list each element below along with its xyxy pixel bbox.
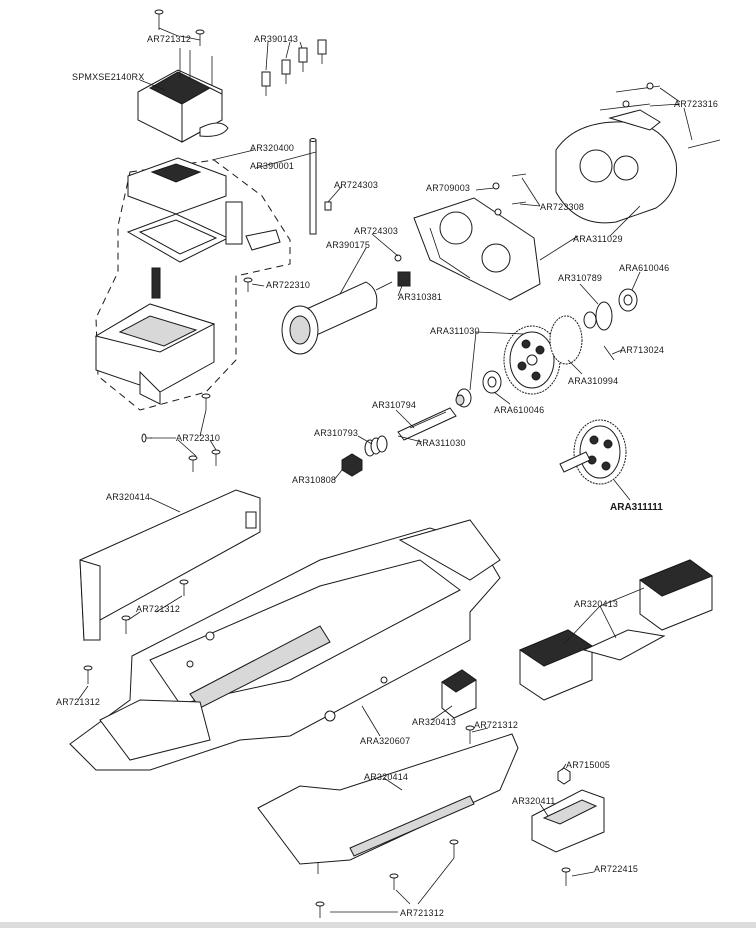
screws-chassis xyxy=(83,579,475,744)
label-ar320413-a: AR320413 xyxy=(574,599,618,609)
receiver-box-outline xyxy=(95,159,291,411)
leader-lines xyxy=(77,27,693,913)
spur-gear xyxy=(503,325,561,395)
label-ar320414-a: AR320414 xyxy=(106,492,150,502)
pinion-gear xyxy=(394,254,411,287)
label-ar310789: AR310789 xyxy=(558,273,602,283)
label-ar320413-b: AR320413 xyxy=(412,717,456,727)
battery-pad xyxy=(582,629,666,661)
small-cap xyxy=(324,201,332,211)
servo-plugs xyxy=(261,39,327,96)
label-ar310808: AR310808 xyxy=(292,475,336,485)
label-ar721312-b: AR721312 xyxy=(56,697,100,707)
receiver-box-lid xyxy=(127,157,227,215)
box-clips xyxy=(225,201,281,251)
footer-bar xyxy=(0,922,756,928)
label-ara310994: ARA310994 xyxy=(568,376,618,386)
label-spmxse2140rx: SPMXSE2140RX xyxy=(72,72,144,82)
battery-holder-right xyxy=(638,559,714,631)
label-ar310793: AR310793 xyxy=(314,428,358,438)
label-ar723308: AR723308 xyxy=(540,202,584,212)
label-ar724303-a: AR724303 xyxy=(334,180,378,190)
label-ar320411: AR320411 xyxy=(512,796,555,806)
gear-cover xyxy=(555,109,678,224)
label-ar310794: AR310794 xyxy=(372,400,416,410)
nut xyxy=(341,453,363,477)
label-ara311029: ARA311029 xyxy=(573,234,623,244)
main-chassis xyxy=(69,519,501,771)
label-ar715005: AR715005 xyxy=(566,760,610,770)
side-guard-top xyxy=(79,489,261,642)
label-ar723316: AR723316 xyxy=(674,99,718,109)
label-ar713024: AR713024 xyxy=(620,345,664,355)
slipper-assembly xyxy=(559,419,627,485)
bearing-top xyxy=(618,288,638,312)
label-ara311111: ARA311111 xyxy=(610,502,663,513)
label-ar320400: AR320400 xyxy=(250,143,294,153)
label-ar721312-a: AR721312 xyxy=(136,604,180,614)
screws-bottom xyxy=(315,839,571,918)
label-ar390001: AR390001 xyxy=(250,161,294,171)
label-ar709003: AR709003 xyxy=(426,183,470,193)
mount-ar320411 xyxy=(531,789,605,853)
slipper-plate xyxy=(583,301,613,331)
screw-ar722310-left xyxy=(243,277,253,292)
label-ar724303-b: AR724303 xyxy=(354,226,398,236)
side-guard-bottom xyxy=(257,733,519,874)
bearing-bottom xyxy=(482,370,502,394)
slipper-pad xyxy=(549,315,583,365)
screws-ar723308 xyxy=(492,173,527,216)
label-ar722310-b: AR722310 xyxy=(176,433,220,443)
foam-block xyxy=(151,267,161,299)
spring xyxy=(364,435,388,457)
label-ar320414-b: AR320414 xyxy=(364,772,408,782)
gear-plate xyxy=(413,197,541,301)
top-shaft xyxy=(397,407,457,441)
screws-ar723316 xyxy=(599,82,721,149)
label-ar721312-d: AR721312 xyxy=(400,908,444,918)
part-labels: AR721312 AR390143 SPMXSE2140RX AR723316 … xyxy=(56,34,718,918)
label-ar310381: AR310381 xyxy=(398,292,442,302)
bushing xyxy=(455,388,472,408)
label-ara320607: ARA320607 xyxy=(360,736,410,746)
label-ar722415: AR722415 xyxy=(594,864,638,874)
battery-holder-left xyxy=(518,629,594,701)
nut-ar715005 xyxy=(557,767,571,785)
antenna-tube xyxy=(309,138,317,235)
label-ar722310-a: AR722310 xyxy=(266,280,310,290)
pin xyxy=(603,345,615,361)
label-ara311030-b: ARA311030 xyxy=(416,438,466,448)
small-mount xyxy=(441,669,477,719)
label-ara311030-a: ARA311030 xyxy=(430,326,480,336)
label-ar390143: AR390143 xyxy=(254,34,298,44)
label-ar721312-c: AR721312 xyxy=(474,720,518,730)
label-ara610046-a: ARA610046 xyxy=(619,263,669,273)
screw-top-left xyxy=(154,9,205,46)
receiver-box-base xyxy=(94,303,216,405)
motor xyxy=(281,281,393,355)
label-ara610046-b: ARA610046 xyxy=(494,405,544,415)
label-ar390175: AR390175 xyxy=(326,240,370,250)
esc-receiver-unit xyxy=(137,48,229,143)
label-ar721312-top: AR721312 xyxy=(147,34,191,44)
